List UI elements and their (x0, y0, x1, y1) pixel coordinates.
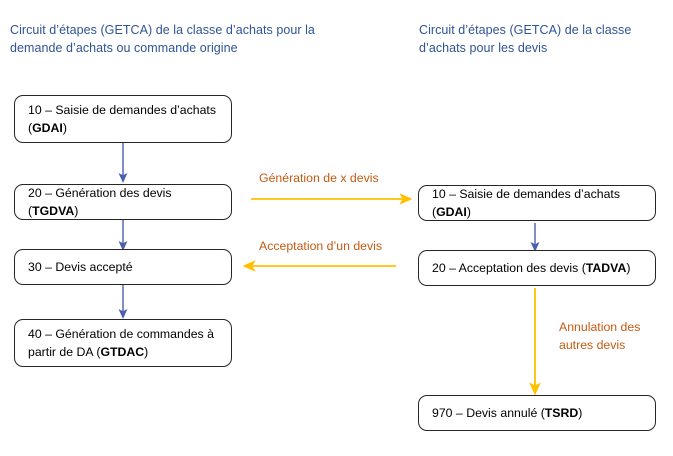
node-L30[interactable]: 30 – Devis accepté (14, 249, 232, 285)
node-L20-prefix: 20 – Génération des devis ( (28, 186, 172, 218)
node-L10[interactable]: 10 – Saisie de demandes d’achats (GDAI) (14, 95, 232, 143)
node-L40-code: GTDAC (100, 345, 145, 359)
node-L10-code: GDAI (32, 121, 63, 135)
right-column-heading: Circuit d’étapes (GETCA) de la classe d’… (419, 23, 632, 55)
node-R20-text: 20 – Acceptation des devis (TADVA) (432, 259, 642, 277)
node-R970-suffix: ) (578, 406, 583, 420)
node-R970-prefix: 970 – Devis annulé ( (432, 406, 545, 420)
node-L10-paren-open: ( (28, 121, 33, 135)
node-R970[interactable]: 970 – Devis annulé (TSRD) (418, 395, 656, 431)
node-R20-suffix: ) (626, 261, 631, 275)
edge-label-annulation-autres-devis: Annulation des autres devis (559, 320, 641, 352)
node-L20-suffix: ) (74, 204, 79, 218)
edge-label-generation-x-devis: Génération de x devis (259, 171, 379, 185)
node-L20[interactable]: 20 – Génération des devis (TGDVA) (14, 184, 232, 220)
node-L10-line1: 10 – Saisie de demandes d’achats (28, 103, 216, 117)
node-L20-text: 20 – Génération des devis (TGDVA) (28, 184, 218, 220)
node-L30-text: 30 – Devis accepté (28, 258, 218, 276)
node-R10-prefix: 10 – Saisie de demandes d’achats ( (432, 187, 620, 219)
node-R970-text: 970 – Devis annulé (TSRD) (432, 404, 642, 422)
node-R970-code: TSRD (544, 406, 579, 420)
node-L10-text: 10 – Saisie de demandes d’achats (GDAI) (28, 101, 218, 137)
node-R10[interactable]: 10 – Saisie de demandes d’achats (GDAI) (418, 185, 656, 221)
node-R10-text: 10 – Saisie de demandes d’achats (GDAI) (432, 185, 642, 221)
node-R20-prefix: 20 – Acceptation des devis ( (432, 261, 586, 275)
node-L10-paren-close: ) (62, 121, 67, 135)
node-L40-suffix: ) (144, 345, 149, 359)
node-L40-text: 40 – Génération de commandes à partir de… (28, 325, 218, 361)
node-L20-code: TGDVA (32, 204, 75, 218)
left-column-heading: Circuit d’étapes (GETCA) de la classe d’… (10, 23, 315, 55)
node-R20-code: TADVA (585, 261, 627, 275)
node-L40[interactable]: 40 – Génération de commandes à partir de… (14, 319, 232, 367)
node-R10-code: GDAI (436, 205, 467, 219)
node-L40-prefix: 40 – Génération de commandes à partir de… (28, 327, 214, 359)
node-R20[interactable]: 20 – Acceptation des devis (TADVA) (418, 250, 656, 286)
node-L30-label: 30 – Devis accepté (28, 260, 133, 274)
edge-label-acceptation-un-devis: Acceptation d’un devis (259, 239, 383, 253)
node-R10-suffix: ) (466, 205, 471, 219)
